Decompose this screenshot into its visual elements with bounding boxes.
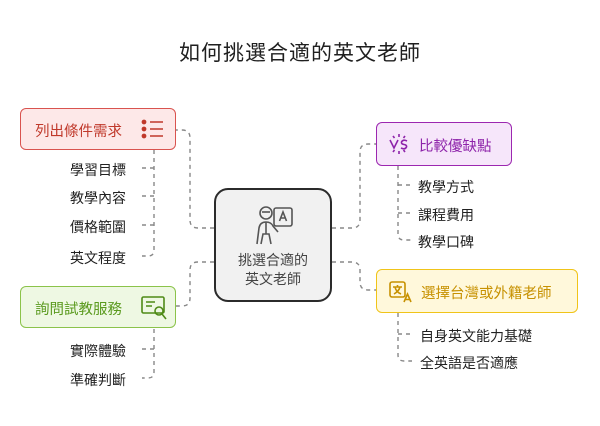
connector-trial bbox=[176, 261, 214, 307]
versus-icon bbox=[387, 133, 411, 159]
connector-list bbox=[176, 129, 214, 229]
category-compare-label: 比較優缺點 bbox=[419, 139, 492, 155]
connector-choose bbox=[332, 261, 376, 291]
list-item: 價格範圍 bbox=[70, 220, 126, 236]
certificate-icon bbox=[139, 294, 169, 326]
list-item: 實際體驗 bbox=[70, 344, 126, 360]
category-list-label: 列出條件需求 bbox=[35, 124, 122, 140]
category-trial-label: 詢問試教服務 bbox=[35, 302, 122, 318]
teacher-icon bbox=[254, 204, 294, 250]
list-item: 教學內容 bbox=[70, 191, 126, 207]
center-node: 挑選合適的 英文老師 bbox=[214, 188, 332, 302]
bracket-list bbox=[142, 150, 155, 257]
category-compare: 比較優缺點 bbox=[376, 122, 512, 166]
center-label-line1: 挑選合適的 bbox=[238, 253, 308, 269]
center-label: 挑選合適的 英文老師 bbox=[216, 252, 330, 290]
bracket-trial bbox=[142, 329, 155, 379]
page-title: 如何挑選合適的英文老師 bbox=[179, 41, 421, 65]
bracket-choose bbox=[397, 313, 412, 362]
list-item: 英文程度 bbox=[70, 251, 126, 267]
connector-compare bbox=[332, 143, 376, 229]
center-label-line2: 英文老師 bbox=[245, 272, 301, 288]
list-item: 教學口碑 bbox=[418, 235, 474, 251]
list-item: 學習目標 bbox=[70, 163, 126, 179]
list-item: 課程費用 bbox=[418, 208, 474, 224]
list-item: 全英語是否適應 bbox=[420, 356, 518, 372]
category-choose-teacher: 選擇台灣或外籍老師 bbox=[376, 269, 578, 313]
category-ask-trial: 詢問試教服務 bbox=[20, 286, 176, 328]
category-list-requirements: 列出條件需求 bbox=[20, 108, 176, 150]
list-item: 教學方式 bbox=[418, 180, 474, 196]
list-icon bbox=[139, 117, 167, 145]
list-item: 準確判斷 bbox=[70, 373, 126, 389]
category-choose-label: 選擇台灣或外籍老師 bbox=[421, 286, 552, 302]
list-item: 自身英文能力基礎 bbox=[420, 329, 532, 345]
bracket-compare bbox=[397, 166, 412, 241]
translate-icon bbox=[387, 279, 413, 309]
